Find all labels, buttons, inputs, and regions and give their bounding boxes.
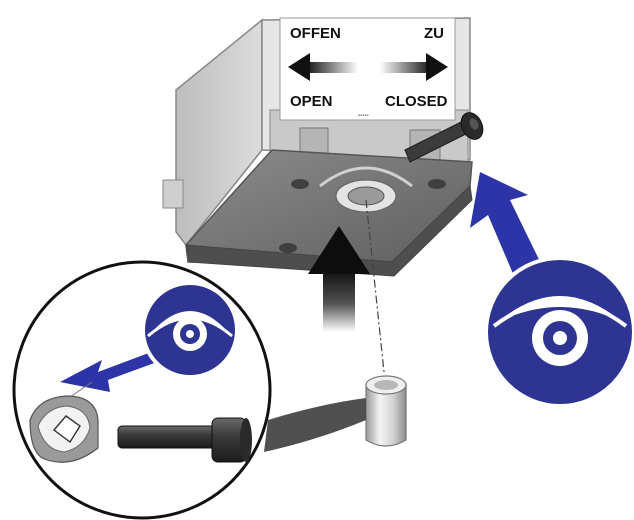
label-zu: ZU [424, 25, 444, 42]
label-open: OPEN [290, 93, 333, 110]
svg-text:▪▪▪▪▪: ▪▪▪▪▪ [358, 113, 369, 119]
hex-socket-detail [30, 396, 98, 462]
label-closed: CLOSED [385, 93, 448, 110]
eye-icon-large [486, 258, 634, 406]
eye-icon [143, 283, 237, 377]
detail-circle [14, 262, 270, 518]
label-offen: OFFEN [290, 25, 341, 42]
sleeve-bushing [366, 376, 406, 446]
callout-wedge [264, 398, 366, 452]
direction-label-panel: OFFEN ZU OPEN CLOSED ▪▪▪▪▪ [280, 18, 455, 120]
